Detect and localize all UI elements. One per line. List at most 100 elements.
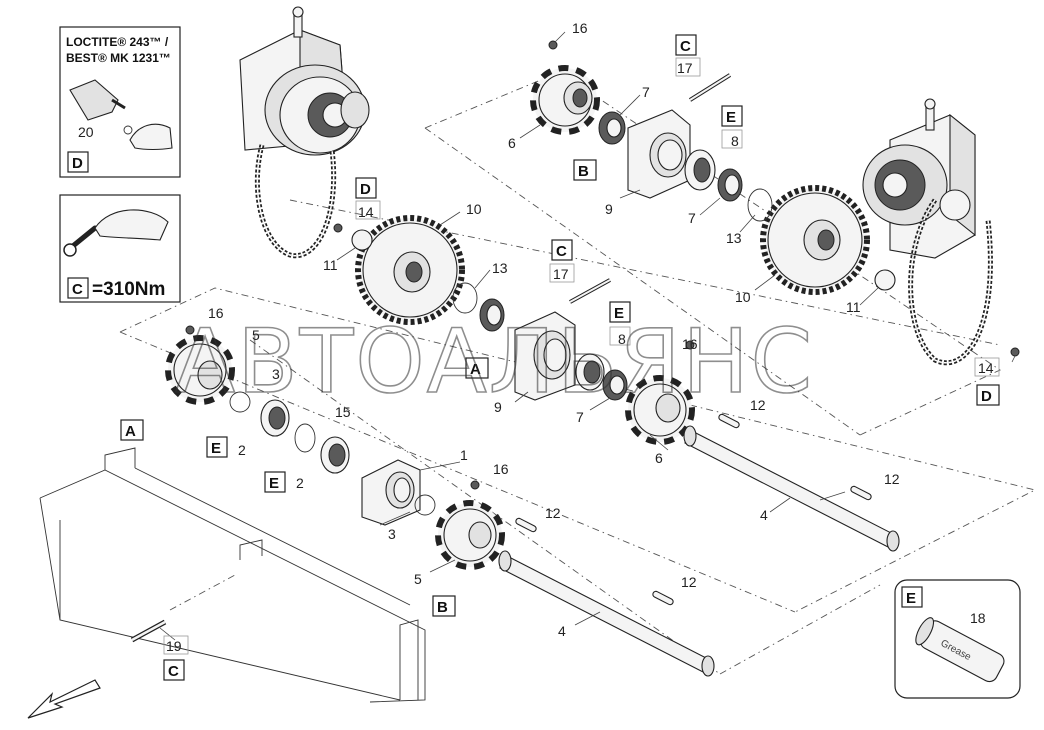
svg-text:A: A [470,361,481,378]
bearing-housing-lower [361,459,421,526]
right-hydraulic-motor [862,98,976,259]
large-sprocket-left [355,215,465,325]
torque-value: =310Nm [92,279,165,300]
svg-text:E: E [614,305,624,322]
tag-number-frames [163,57,1000,655]
wrench-icon [63,209,169,257]
callout-12: 12 [681,574,697,590]
callout-5: 5 [252,327,260,343]
callout-15: 15 [335,404,351,420]
callout-7: 7 [576,409,584,425]
tag-E-8-mid: E [609,301,631,323]
letter-tags: C E B D C E A A [120,34,1000,681]
tag-C-19: C [163,659,185,681]
watermark-text: АВТОАЛЬЯНС [175,310,814,413]
tag-B-bottom: B [432,595,456,617]
adhesive-bottle-icon [69,79,126,121]
right-chain [908,198,993,366]
large-sprocket-right [760,185,870,295]
svg-text:E: E [211,440,221,457]
tag-B-top: B [573,159,597,181]
callout-17: 17 [677,60,693,76]
shaft-left [498,517,715,677]
callout-11: 11 [846,299,861,315]
callout-13: 13 [726,230,742,246]
callout-9: 9 [605,201,613,217]
callout-16: 16 [682,336,698,352]
svg-text:C: C [680,38,691,55]
grease-letter: E [906,590,916,607]
tag-E-8-top: E [721,105,743,127]
tag-E-2-upper: E [206,436,228,458]
callout-13: 13 [492,260,508,276]
grease-tube-icon: Grease [915,617,1005,683]
small-sprocket-left [165,335,235,405]
callout-2: 2 [238,442,246,458]
bearing-housing-top [627,109,691,199]
callout-6: 6 [508,135,516,151]
svg-text:C: C [168,663,179,680]
tag-A-mid: A [465,357,489,379]
callout-19: 19 [166,638,182,654]
left-hydraulic-motor [239,6,370,156]
left-chain [254,144,337,259]
tag-A-left: A [120,419,144,441]
loctite-line1: LOCTITE® 243™ / [66,35,169,49]
small-sprocket-top [530,65,600,135]
loctite-line2: BEST® MK 1231™ [66,51,171,65]
hand-applying-icon [123,123,173,151]
callout-16: 16 [208,305,224,321]
svg-text:E: E [269,475,279,492]
callout-5: 5 [414,571,422,587]
callout-3: 3 [388,526,396,542]
torque-info-panel: C =310Nm [59,194,181,303]
callout-12: 12 [545,505,561,521]
small-sprocket-bottom [435,500,505,570]
svg-text:E: E [726,109,736,126]
callout-12: 12 [750,397,766,413]
svg-text:C: C [556,243,567,260]
callout-numbers: 16 6 7 17 8 9 7 13 10 11 14 10 14 11 13 … [166,20,994,654]
grease-info-panel: E 18 Grease [894,579,1021,699]
tag-D-14-right: D [976,384,1000,406]
callout-14: 14 [358,204,374,220]
bearings-and-seals [229,111,896,516]
tag-E-2-lower: E [264,471,286,493]
shaft-right [683,413,900,552]
callout-3: 3 [272,366,280,382]
loctite-part-number: 20 [78,124,94,140]
callout-14: 14 [978,360,994,376]
svg-text:A: A [125,423,136,440]
small-sprocket-mid-right [625,375,695,445]
callout-8: 8 [731,133,739,149]
callout-16: 16 [493,461,509,477]
callout-16: 16 [572,20,588,36]
callout-7: 7 [688,210,696,226]
tag-D-14-left: D [355,177,377,199]
tag-C-17-mid: C [551,239,573,261]
leader-lines [159,31,1016,641]
svg-text:B: B [578,163,589,180]
callout-12: 12 [884,471,900,487]
callout-1: 1 [460,447,468,463]
torque-letter: C [72,281,83,298]
bolts [130,40,1020,643]
callout-8: 8 [618,331,626,347]
svg-text:D: D [360,181,371,198]
svg-text:B: B [437,599,448,616]
tag-C-17-top: C [675,34,697,56]
grease-part-number: 18 [970,610,986,626]
callout-17: 17 [553,266,569,282]
loctite-info-panel: LOCTITE® 243™ / BEST® MK 1231™ 20 D [59,26,181,178]
callout-6: 6 [655,450,663,466]
callout-10: 10 [466,201,482,217]
frame-outline [39,447,426,703]
callout-4: 4 [558,623,566,639]
callout-7: 7 [642,84,650,100]
callout-4: 4 [760,507,768,523]
bearing-housing-mid [514,311,576,401]
callout-11: 11 [323,257,338,273]
loctite-letter: D [72,155,83,172]
svg-text:D: D [981,388,992,405]
